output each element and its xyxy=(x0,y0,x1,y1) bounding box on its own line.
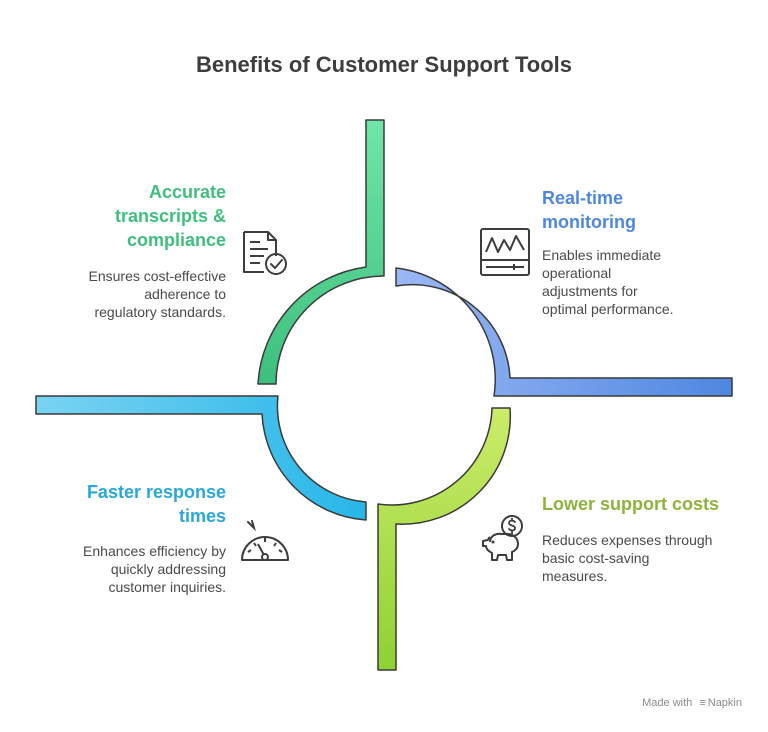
cyan-arc-segment xyxy=(35,395,367,521)
diagram-title: Benefits of Customer Support Tools xyxy=(195,52,573,77)
compliance-heading-line: transcripts & xyxy=(114,206,226,226)
lower-costs-heading: Lower support costs xyxy=(542,492,752,516)
compliance-description: Ensures cost-effective adherence to regu… xyxy=(40,267,226,321)
response-times-heading-line: Faster response xyxy=(86,482,226,502)
compliance-heading-line: compliance xyxy=(126,230,226,250)
document-check-icon xyxy=(243,231,287,275)
speedometer-icon xyxy=(241,520,289,561)
made-with-napkin-watermark: Made with ≡Napkin xyxy=(642,697,742,709)
compliance-description-line: adherence to xyxy=(144,286,226,302)
blue-arc-segment xyxy=(395,267,733,397)
green-arc-segment xyxy=(257,119,385,385)
lime-arc-segment xyxy=(377,407,512,671)
compliance-description-line: regulatory standards. xyxy=(94,304,226,320)
monitoring-description-line: Enables immediate xyxy=(542,247,662,263)
lower-costs-description-line: Reduces expenses through xyxy=(542,532,713,548)
compliance-heading: Accurate transcripts & compliance xyxy=(40,180,226,252)
lower-costs-description-line: basic cost-saving xyxy=(542,550,650,566)
monitoring-description: Enables immediate operational adjustment… xyxy=(542,246,752,318)
monitoring-heading-line: monitoring xyxy=(542,212,636,232)
response-times-heading: Faster response times xyxy=(40,480,226,528)
lower-costs-description-line: measures. xyxy=(542,568,608,584)
compliance-description-line: Ensures cost-effective xyxy=(88,268,226,284)
napkin-logo-icon: ≡ xyxy=(699,697,706,709)
monitoring-heading-line: Real-time xyxy=(542,188,624,208)
response-times-description-line: customer inquiries. xyxy=(108,579,227,595)
monitoring-description-line: optimal performance. xyxy=(542,301,674,317)
monitoring-heading: Real-time monitoring xyxy=(542,186,752,234)
lower-costs-heading-line: Lower support costs xyxy=(542,494,720,514)
lower-costs-description: Reduces expenses through basic cost-savi… xyxy=(542,531,752,585)
napkin-brand-label: Napkin xyxy=(707,697,742,709)
compliance-heading-line: Accurate xyxy=(148,182,226,202)
monitoring-description-line: operational xyxy=(542,265,612,281)
made-with-label: Made with xyxy=(642,697,693,709)
response-times-description-line: quickly addressing xyxy=(110,561,226,577)
piggy-bank-dollar-icon xyxy=(482,515,523,561)
monitoring-description-line: adjustments for xyxy=(542,283,638,299)
response-times-heading-line: times xyxy=(178,506,226,526)
response-times-description-line: Enhances efficiency by xyxy=(83,543,226,559)
response-times-description: Enhances efficiency by quickly addressin… xyxy=(40,542,226,596)
monitor-waveform-icon xyxy=(480,228,530,276)
